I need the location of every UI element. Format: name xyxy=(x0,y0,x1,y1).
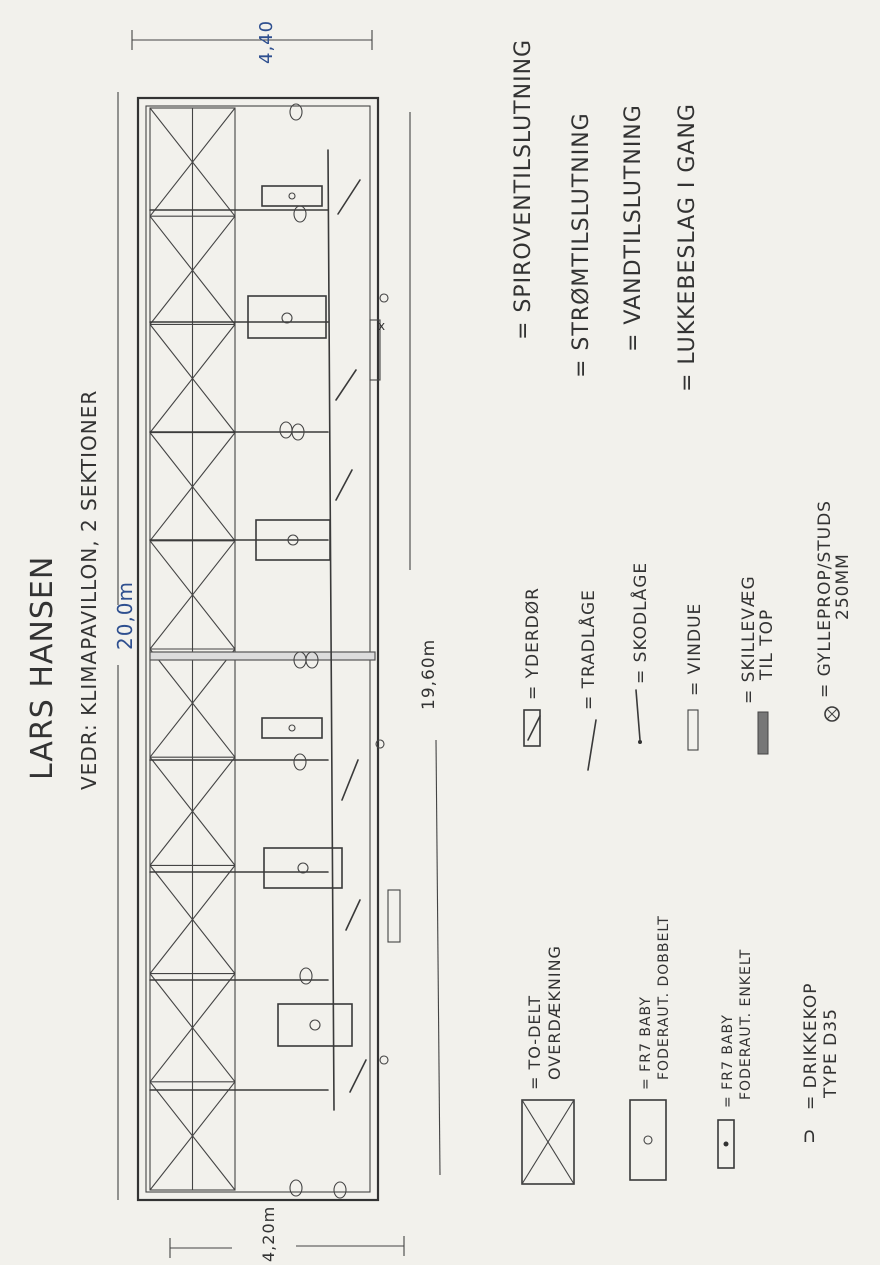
legend-feeder-double-line2: FODERAUT. DOBBELT xyxy=(656,915,672,1080)
width-bottom-label: 4,20m xyxy=(259,1206,278,1262)
building-outline xyxy=(136,96,380,1202)
drinker-mark xyxy=(279,421,293,439)
partition-wall xyxy=(149,651,376,661)
window-mark xyxy=(369,319,381,381)
cover-cell-cross xyxy=(149,432,236,542)
length-outer-label: 20,0m xyxy=(113,581,137,650)
legend-left-icons: ∩ xyxy=(521,1099,818,1185)
outer-door-icon xyxy=(523,709,541,747)
feeder-single xyxy=(261,185,323,207)
feeder-double-icon xyxy=(629,1099,667,1181)
feeders xyxy=(247,185,353,1047)
legend-gate: = TRADLÅGE xyxy=(577,589,599,710)
legend-latch: = LUKKEBESLAG I GANG xyxy=(675,103,700,392)
two-part-cover-band xyxy=(149,107,236,1191)
project-subtitle: VEDR: KLIMAPAVILLON, 2 SEKTIONER xyxy=(77,390,101,790)
cover-cell-cross xyxy=(149,324,236,433)
legend-partition-wall-note: TIL TOP xyxy=(757,609,777,681)
cover-cell-cross xyxy=(149,107,236,217)
drinkers xyxy=(279,103,347,1199)
legend-water: = VANDTILSLUTNING xyxy=(621,104,646,352)
customer-name: LARS HANSEN xyxy=(25,556,60,780)
drinker-mark xyxy=(293,205,307,223)
legend-partition-wall: = SKILLEVÆG xyxy=(739,575,759,704)
legend-power: = STRØMTILSLUTNING xyxy=(569,112,594,378)
legend-feeder-double: = FR7 BABY xyxy=(638,996,654,1090)
cover-cell-cross xyxy=(149,756,236,866)
legend-feeder-single: = FR7 BABY xyxy=(720,1014,736,1108)
legend-shutter-gate: = SKODLÅGE xyxy=(629,562,651,684)
bottom-width-dimension xyxy=(169,1236,405,1258)
legend-drain-plug-size: 250MM xyxy=(833,553,853,620)
drinker-mark xyxy=(289,103,303,121)
drinker-icon: ∩ xyxy=(802,1123,818,1147)
legend-two-part-cover: = TO-DELT xyxy=(525,995,544,1090)
legend-drain-plug: = GYLLEPROP/STUDS xyxy=(815,500,835,698)
legend-drinker: = DRIKKEKOP xyxy=(801,983,821,1110)
water-connection-mark xyxy=(379,293,389,303)
window-icon xyxy=(687,709,699,751)
cover-cell-cross xyxy=(149,648,236,758)
cover-cell-cross xyxy=(149,865,236,974)
shutter-gate-icon xyxy=(635,689,641,741)
feeder-single-icon xyxy=(717,1119,735,1169)
gate-icon xyxy=(587,719,597,771)
length-inner-label: 19,60m xyxy=(419,639,439,710)
corridor-fittings: x xyxy=(327,149,401,1111)
drain-plug-icon xyxy=(824,706,840,722)
cover-cell-cross xyxy=(149,1081,236,1191)
legend-two-part-cover-line2: OVERDÆKNING xyxy=(545,945,564,1080)
two-part-cover-icon xyxy=(521,1099,575,1185)
cover-cell-cross xyxy=(149,215,236,325)
drinker-mark xyxy=(305,651,319,669)
legend-window: = VINDUE xyxy=(685,603,705,696)
power-connection-mark: x xyxy=(378,319,386,333)
partition-wall-icon xyxy=(757,711,769,755)
feeder-double xyxy=(263,847,343,889)
drain-plug-mark xyxy=(379,1055,389,1065)
feeder-single xyxy=(261,717,323,739)
legend-feeder-single-line2: FODERAUT. ENKELT xyxy=(738,949,754,1100)
legend-mid-icons xyxy=(523,689,840,771)
feeder-double xyxy=(247,295,327,339)
drinker-mark xyxy=(293,753,307,771)
drain-plug-mark xyxy=(375,739,385,749)
drinker-mark xyxy=(289,1179,303,1197)
top-width-dimension xyxy=(131,30,373,50)
window-mark xyxy=(387,889,401,943)
drinker-mark xyxy=(291,423,305,441)
cover-cell-cross xyxy=(149,973,236,1083)
drinker-mark xyxy=(333,1181,347,1199)
width-top-label: 4,40 xyxy=(256,20,277,64)
inner-length-dimension xyxy=(409,112,441,1176)
legend-spiroventil: = SPIROVENTILSLUTNING xyxy=(511,39,536,340)
legend-outer-door: = YDERDØR xyxy=(523,587,543,700)
feeder-double xyxy=(277,1003,353,1047)
legend-drinker-type: TYPE D35 xyxy=(821,1008,841,1099)
drinker-mark xyxy=(299,967,313,985)
cover-cell-cross xyxy=(149,540,236,650)
pen-dividers xyxy=(149,209,329,1091)
